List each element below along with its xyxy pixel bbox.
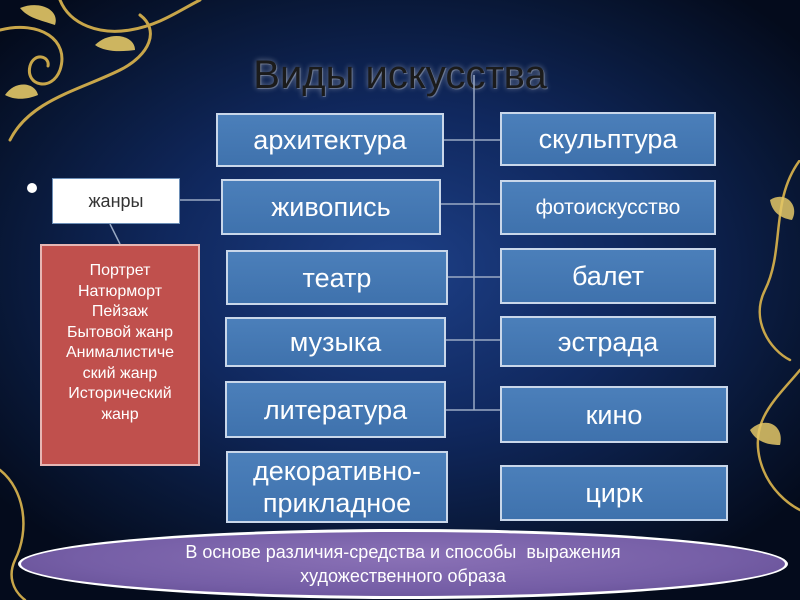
genre-item: Портрет — [89, 262, 151, 279]
art-box-architecture: архитектура — [216, 113, 444, 167]
art-label: театр — [302, 262, 372, 293]
art-label: фотоискусство — [535, 195, 681, 219]
footer-line: художественного образа — [300, 566, 506, 586]
slide-title: Виды искусства — [253, 52, 547, 97]
bullet-point — [27, 183, 37, 193]
genre-item: Бытовой жанр — [67, 323, 173, 341]
art-box-sculpture: скульптура — [500, 112, 716, 166]
art-label: архитектура — [253, 125, 407, 155]
art-box-circus: цирк — [500, 465, 728, 521]
art-box-music: музыка — [225, 317, 446, 367]
art-label: музыка — [289, 327, 382, 357]
genre-item: Натюрморт — [77, 282, 163, 300]
art-box-theatre: театр — [226, 250, 448, 305]
art-box-cinema: кино — [500, 386, 728, 443]
art-box-decorative: декоративно-прикладное — [226, 451, 448, 523]
genre-item: Исторический — [68, 385, 172, 402]
art-label: балет — [571, 261, 645, 291]
art-label: цирк — [585, 478, 643, 508]
ornament-right — [750, 160, 800, 512]
art-box-ballet: балет — [500, 248, 716, 304]
art-box-painting: живопись — [221, 179, 441, 235]
genre-item: жанр — [101, 405, 139, 423]
genre-item: Анималистиче — [65, 344, 175, 361]
ornament-bottom-left — [0, 468, 27, 600]
art-label: эстрада — [557, 326, 659, 357]
art-label: кино — [585, 399, 643, 430]
ornament-top-left — [0, 0, 202, 142]
art-label: скульптура — [538, 124, 678, 154]
art-label: живопись — [271, 192, 391, 222]
art-label: декоративно-прикладное — [252, 456, 422, 518]
art-box-literature: литература — [225, 381, 446, 438]
genre-item: Пейзаж — [91, 303, 149, 320]
genre-item: ский жанр — [82, 364, 158, 382]
genres-label: жанры — [52, 178, 180, 224]
art-box-photography: фотоискусство — [500, 180, 716, 235]
art-label: литература — [263, 394, 408, 425]
footer-line: В основе различия-средства и способы выр… — [185, 542, 621, 562]
art-box-estrada: эстрада — [500, 316, 716, 367]
genres-list: Портрет Натюрморт Пейзаж Бытовой жанр Ан… — [40, 244, 200, 466]
footer-note-oval: В основе различия-средства и способы выр… — [18, 529, 788, 599]
